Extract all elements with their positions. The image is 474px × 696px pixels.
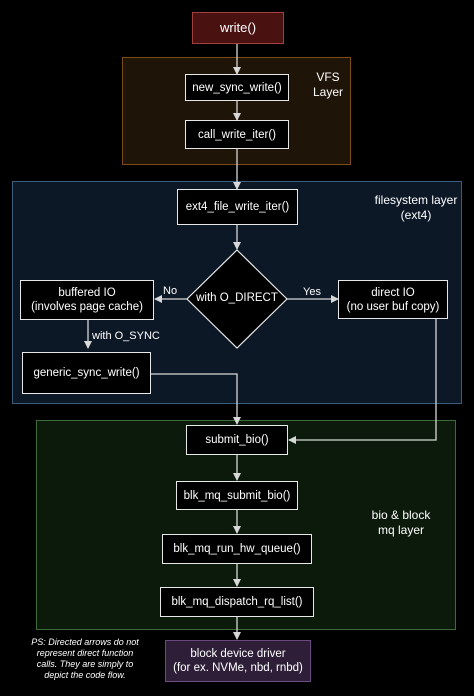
call-write-iter-node: call_write_iter() bbox=[185, 120, 289, 149]
footnote: PS: Directed arrows do not represent dir… bbox=[31, 637, 139, 680]
filesystem-layer-label: filesystem layer (ext4) bbox=[374, 193, 458, 222]
edge-label-no: No bbox=[163, 285, 178, 297]
submit-bio-node: submit_bio() bbox=[186, 425, 288, 455]
bio-block-layer-label: bio & block mq layer bbox=[371, 508, 431, 537]
new-sync-write-node: new_sync_write() bbox=[185, 74, 289, 101]
bio-block-layer-region bbox=[36, 420, 456, 630]
blk-mq-dispatch-rq-list-node: blk_mq_dispatch_rq_list() bbox=[160, 587, 314, 617]
decision-label: with O_DIRECT bbox=[196, 292, 278, 304]
edge-label-yes: Yes bbox=[303, 286, 321, 298]
edge-label-with-o-sync: with O_SYNC bbox=[92, 330, 160, 342]
vfs-layer-label: VFS Layer bbox=[312, 70, 344, 99]
buffered-io-node: buffered IO (involves page cache) bbox=[20, 280, 154, 320]
block-device-driver-node: block device driver (for ex. NVMe, nbd, … bbox=[165, 640, 311, 682]
arrow-direct-io-to-submit-bio bbox=[288, 319, 437, 444]
direct-io-node: direct IO (no user buf copy) bbox=[338, 280, 448, 319]
blk-mq-submit-bio-node: blk_mq_submit_bio() bbox=[176, 481, 298, 510]
arrow-generic-sync-write-to-submit-bio bbox=[151, 373, 241, 425]
decision-diamond bbox=[186, 249, 288, 349]
ext4-file-write-iter-node: ext4_file_write_iter() bbox=[177, 189, 298, 225]
generic-sync-write-node: generic_sync_write() bbox=[22, 352, 151, 394]
write-node: write() bbox=[192, 12, 284, 44]
blk-mq-run-hw-queue-node: blk_mq_run_hw_queue() bbox=[162, 534, 312, 564]
